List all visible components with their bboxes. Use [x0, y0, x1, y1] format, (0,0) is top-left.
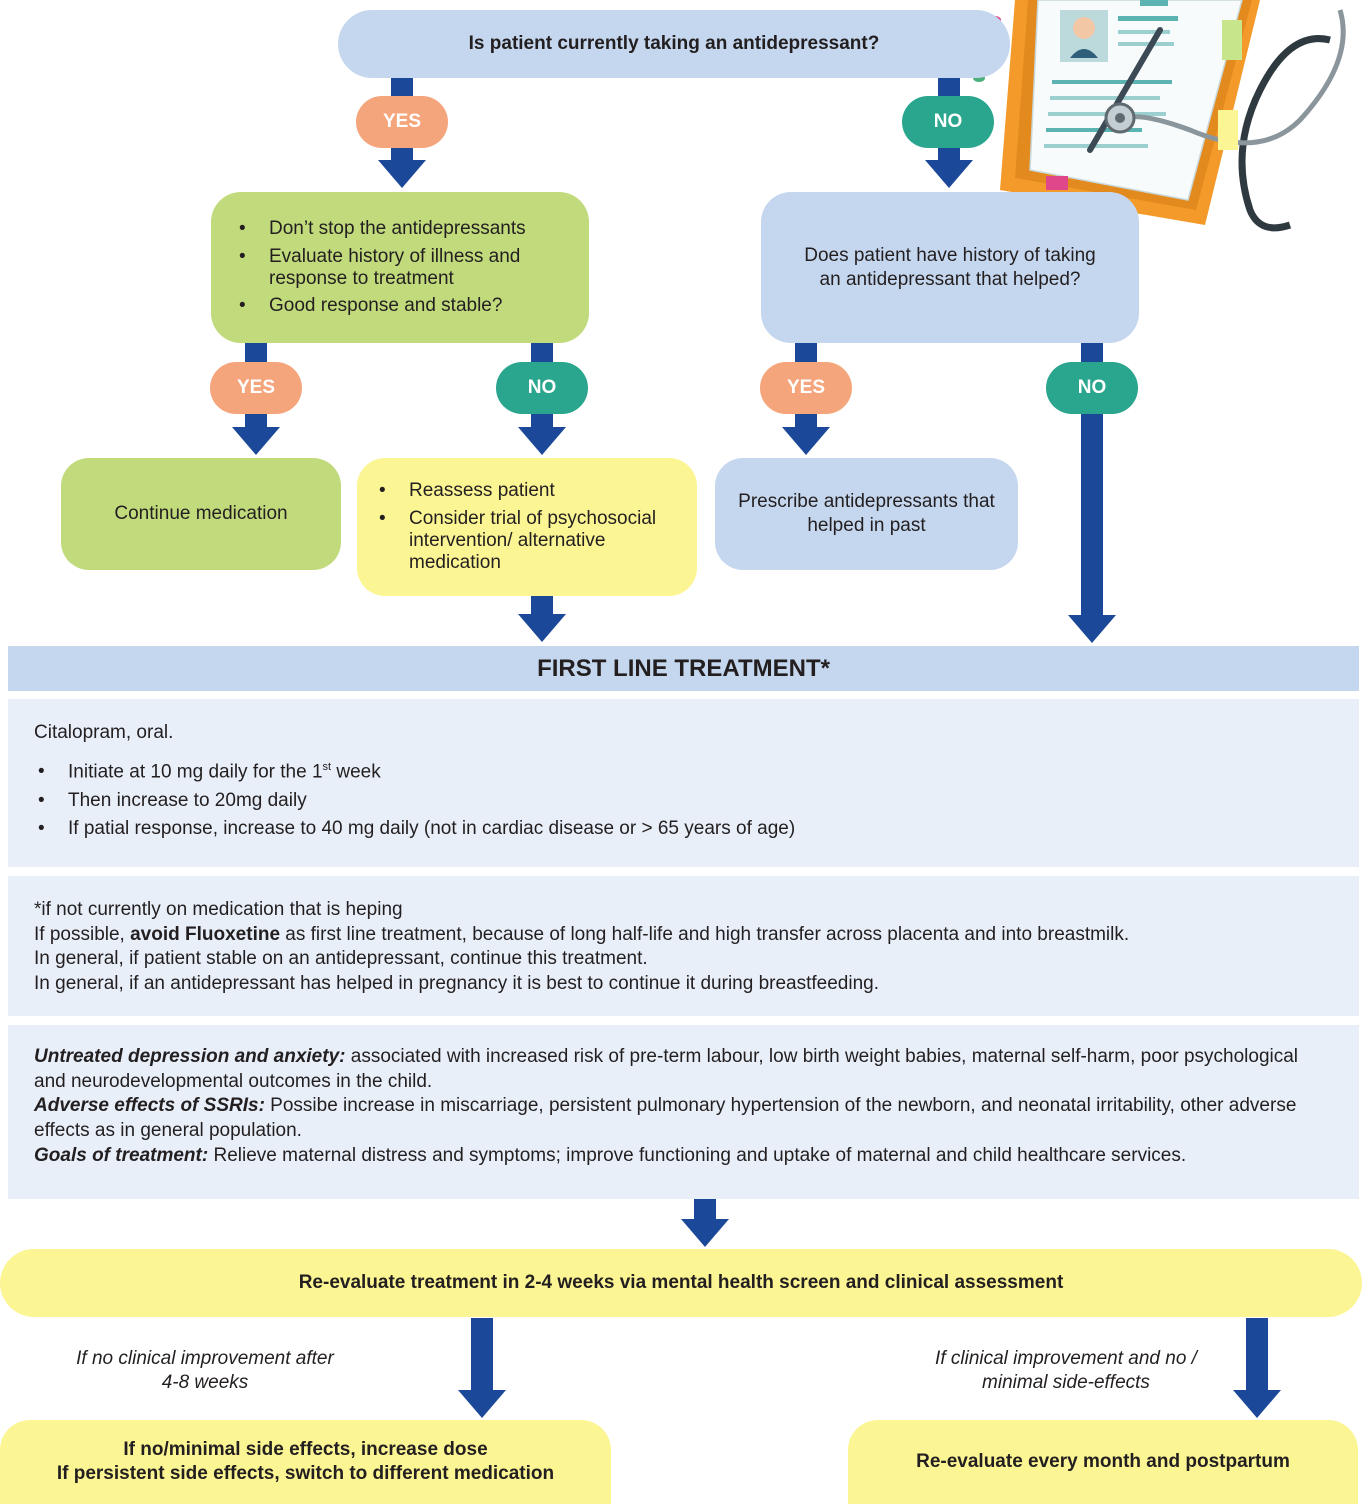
- yes-label: YES: [210, 362, 302, 414]
- risk-paragraph: Adverse effects of SSRIs: Possibe increa…: [34, 1094, 1333, 1143]
- arrow-head: [458, 1390, 506, 1418]
- reassess-box: Reassess patient Consider trial of psych…: [357, 458, 697, 596]
- dose-adjustment-text: If no/minimal side effects, increase dos…: [57, 1438, 554, 1486]
- monthly-reevaluation-text: Re-evaluate every month and postpartum: [916, 1451, 1290, 1472]
- arrow-head: [1233, 1390, 1281, 1418]
- no-label: NO: [902, 96, 994, 148]
- continue-medication-text: Continue medication: [114, 503, 288, 524]
- no-label: NO: [1046, 362, 1138, 414]
- yes-label: YES: [760, 362, 852, 414]
- arrow-shaft: [531, 596, 553, 616]
- risk-label: Adverse effects of SSRIs:: [34, 1095, 265, 1117]
- question-currently-taking-text: Is patient currently taking an antidepre…: [468, 33, 880, 54]
- risk-text: associated with increased risk of pre-te…: [34, 1046, 1299, 1092]
- arrow-shaft: [694, 1199, 716, 1221]
- note-line: If possible, avoid Fluoxetine as first l…: [34, 923, 1333, 948]
- risk-text: Possibe increase in miscarriage, persist…: [34, 1095, 1297, 1142]
- no-improvement-text: If no clinical improvement after 4-8 wee…: [76, 1348, 334, 1393]
- arrow-head: [232, 427, 280, 455]
- ongoing-treatment-list: Don’t stop the antidepressants Evaluate …: [235, 218, 565, 317]
- medical-record-illustration: [1000, 0, 1346, 232]
- list-item: Good response and stable?: [235, 295, 565, 317]
- risks-and-goals: Untreated depression and anxiety: associ…: [8, 1025, 1359, 1199]
- continue-medication-box: Continue medication: [61, 458, 341, 570]
- arrow-shaft: [471, 1318, 493, 1390]
- improvement-text: If clinical improvement and no / minimal…: [935, 1348, 1197, 1393]
- note-line: In general, if patient stable on an anti…: [34, 948, 648, 970]
- risk-label: Goals of treatment:: [34, 1144, 209, 1166]
- improvement-note: If clinical improvement and no / minimal…: [928, 1347, 1204, 1395]
- first-line-details: Citalopram, oral. Initiate at 10 mg dail…: [8, 699, 1359, 867]
- note-emphasis: avoid Fluoxetine: [130, 923, 281, 945]
- question-currently-taking: Is patient currently taking an antidepre…: [338, 10, 1010, 78]
- reassess-list: Reassess patient Consider trial of psych…: [375, 480, 679, 573]
- list-item: Consider trial of psychosocial intervent…: [375, 508, 679, 574]
- folder-tabs-icon: [1218, 20, 1242, 150]
- arrow-head: [681, 1219, 729, 1247]
- dose-step-1: Initiate at 10 mg daily for the 1: [68, 761, 323, 783]
- note-text: If possible,: [34, 923, 131, 945]
- risk-paragraph: Goals of treatment: Relieve maternal dis…: [34, 1144, 1333, 1169]
- first-line-title: FIRST LINE TREATMENT*: [537, 654, 830, 682]
- note-line: *if not currently on medication that is …: [34, 899, 403, 920]
- arrow-head: [378, 160, 426, 188]
- arrow-head: [1068, 615, 1116, 643]
- note-text: as first line treatment, because of long…: [280, 923, 1130, 945]
- arrow-shaft: [1246, 1318, 1268, 1390]
- reevaluate-box: Re-evaluate treatment in 2-4 weeks via m…: [0, 1249, 1362, 1317]
- reevaluate-text: Re-evaluate treatment in 2-4 weeks via m…: [298, 1272, 1064, 1293]
- history-question-box: Does patient have history of taking an a…: [761, 192, 1139, 343]
- risk-label: Untreated depression and anxiety:: [34, 1046, 346, 1067]
- arrow-head: [925, 160, 973, 188]
- risk-paragraph: Untreated depression and anxiety: associ…: [34, 1045, 1333, 1094]
- dose-adjustment-box: If no/minimal side effects, increase dos…: [0, 1420, 611, 1504]
- list-item: Reassess patient: [375, 480, 679, 502]
- note-line: In general, if an antidepressant has hel…: [34, 973, 879, 995]
- list-item: Don’t stop the antidepressants: [235, 218, 565, 240]
- no-improvement-note: If no clinical improvement after 4-8 wee…: [70, 1347, 340, 1395]
- arrow-head: [518, 614, 566, 642]
- history-question-text: Does patient have history of taking an a…: [804, 244, 1096, 290]
- pen-icon: [1087, 27, 1163, 153]
- prescribe-text: Prescribe antidepressants that helped in…: [738, 491, 995, 536]
- dose-step-1-end: week: [331, 761, 381, 783]
- drug-name: Citalopram, oral.: [34, 722, 174, 743]
- arrow-head: [518, 427, 566, 455]
- list-item: Initiate at 10 mg daily for the 1st week: [34, 760, 1333, 785]
- dose-adjustment-line: If no/minimal side effects, increase dos…: [123, 1439, 488, 1461]
- stethoscope-icon: [1104, 9, 1346, 232]
- first-line-header: FIRST LINE TREATMENT*: [8, 646, 1359, 691]
- dosing-list: Initiate at 10 mg daily for the 1st week…: [34, 760, 1333, 842]
- yes-label: YES: [356, 96, 448, 148]
- dose-adjustment-line: If persistent side effects, switch to di…: [56, 1463, 555, 1484]
- treatment-notes: *if not currently on medication that is …: [8, 876, 1359, 1016]
- ongoing-treatment-box: Don’t stop the antidepressants Evaluate …: [211, 192, 589, 343]
- monthly-reevaluation-box: Re-evaluate every month and postpartum: [848, 1420, 1358, 1504]
- list-item: Evaluate history of illness and response…: [235, 246, 565, 290]
- no-label: NO: [496, 362, 588, 414]
- arrow-head: [782, 427, 830, 455]
- prescribe-box: Prescribe antidepressants that helped in…: [715, 458, 1018, 570]
- risk-text: Relieve maternal distress and symptoms; …: [208, 1144, 1187, 1166]
- list-item: If patial response, increase to 40 mg da…: [34, 817, 1333, 842]
- ordinal-suffix: st: [322, 760, 332, 773]
- list-item: Then increase to 20mg daily: [34, 789, 1333, 814]
